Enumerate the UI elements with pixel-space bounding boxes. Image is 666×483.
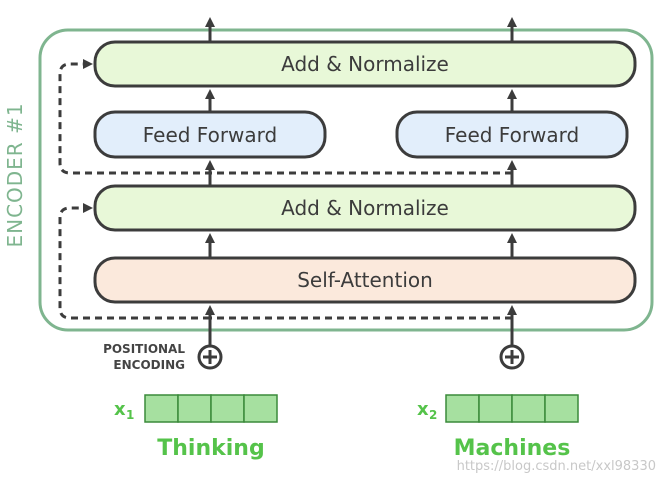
feed-forward-right-box: [395, 110, 629, 159]
x2-symbol: x: [417, 399, 429, 420]
positional-encoding-label-line1: POSITIONAL: [103, 342, 185, 356]
x2-subscript: 2: [429, 408, 437, 422]
add-normalize-top-box: [93, 40, 637, 88]
input-vector-x1: [144, 394, 278, 423]
self-attention-box: [93, 256, 637, 304]
x1-subscript: 1: [126, 408, 134, 422]
residual-connection-top: [58, 59, 512, 175]
word-thinking: Thinking: [157, 436, 264, 461]
feed-forward-left-box: [93, 110, 327, 159]
input-vector-x2: [445, 394, 579, 423]
positional-encoding-plus-left: [197, 344, 223, 370]
watermark: https://blog.csdn.net/xxl98330: [457, 459, 656, 474]
word-machines: Machines: [454, 436, 571, 461]
residual-connection-bottom: [58, 203, 210, 320]
positional-encoding-label-line2: ENCODING: [113, 358, 185, 372]
self-attention-label: Self-Attention: [297, 268, 433, 292]
add-normalize-bottom-label: Add & Normalize: [281, 196, 449, 220]
feed-forward-left-label: Feed Forward: [143, 123, 278, 147]
positional-encoding-plus-right: [499, 344, 525, 370]
add-normalize-bottom-box: [93, 184, 637, 232]
add-normalize-top-label: Add & Normalize: [281, 52, 449, 76]
encoder-container: [38, 28, 654, 332]
encoder-label: ENCODER #1: [3, 102, 27, 247]
x1-symbol: x: [114, 399, 126, 420]
feed-forward-right-label: Feed Forward: [445, 123, 580, 147]
